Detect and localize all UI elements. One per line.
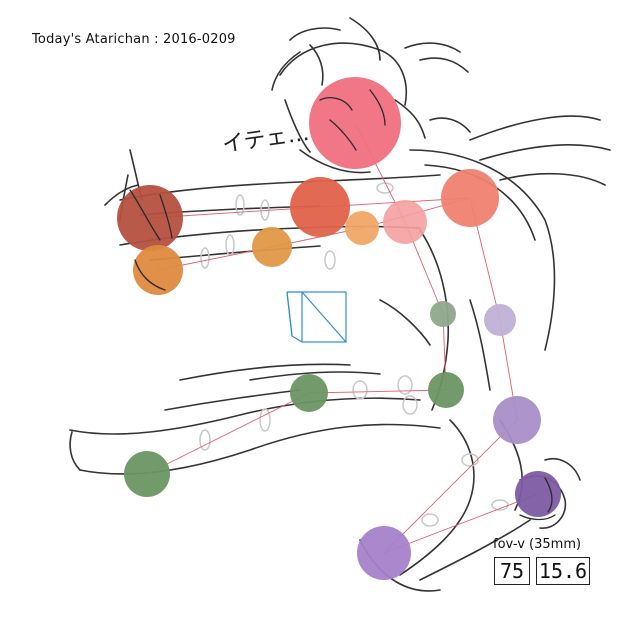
focal-length-field[interactable]: 15.6 (536, 557, 590, 585)
joint-hand-right (117, 185, 183, 251)
joints (117, 77, 561, 580)
joint-knee-left (428, 372, 464, 408)
fov-value-field[interactable]: 75 (494, 557, 530, 585)
joint-hip-left (430, 301, 456, 327)
joint-elbow-left (252, 227, 292, 267)
joint-knee-right (493, 396, 541, 444)
fov-label: fov-v (35mm) (493, 537, 582, 552)
joint-ankle-left-mid (290, 374, 328, 412)
joint-elbow-right (290, 177, 350, 237)
joint-ankle-right (515, 471, 561, 517)
handwritten-note: イテェ… (221, 121, 311, 158)
joint-shoulder (441, 169, 499, 227)
joint-hand-left (133, 245, 183, 295)
camera-gizmo[interactable] (286, 291, 347, 343)
joint-head (309, 77, 401, 169)
page-title: Today's Atarichan : 2016-0209 (32, 32, 236, 47)
joint-shoulder-left (345, 211, 379, 245)
joint-hip-right (484, 304, 516, 336)
joint-foot-left (124, 451, 170, 497)
sketch-overlay (129, 89, 556, 521)
joint-chest (383, 200, 427, 244)
joint-foot-right (357, 526, 411, 580)
